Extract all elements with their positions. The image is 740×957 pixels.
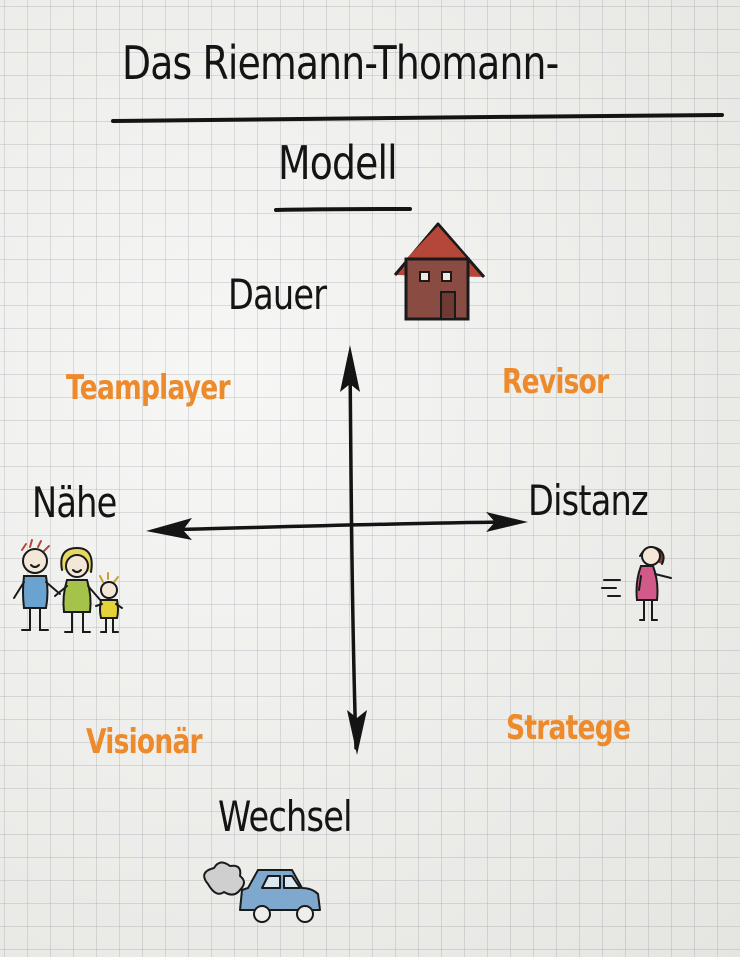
axis-label-bottom: Wechsel [218,792,352,841]
quadrant-label-bottom-left: Visionär [86,722,203,762]
axis-label-left: Nähe [32,478,117,527]
axis-label-right: Distanz [528,476,649,525]
quadrant-label-top-right: Revisor [502,362,609,402]
title-line-1: Das Riemann-Thomann- [122,36,559,90]
title-line-2: Modell [278,136,398,190]
arrowhead-right [486,512,528,532]
arrowhead-down [347,710,367,755]
quadrant-label-bottom-right: Stratege [506,708,631,748]
arrowhead-left [146,518,192,540]
axis-label-top: Dauer [228,270,327,319]
quadrant-label-top-left: Teamplayer [66,368,231,408]
arrowhead-up [340,345,360,392]
